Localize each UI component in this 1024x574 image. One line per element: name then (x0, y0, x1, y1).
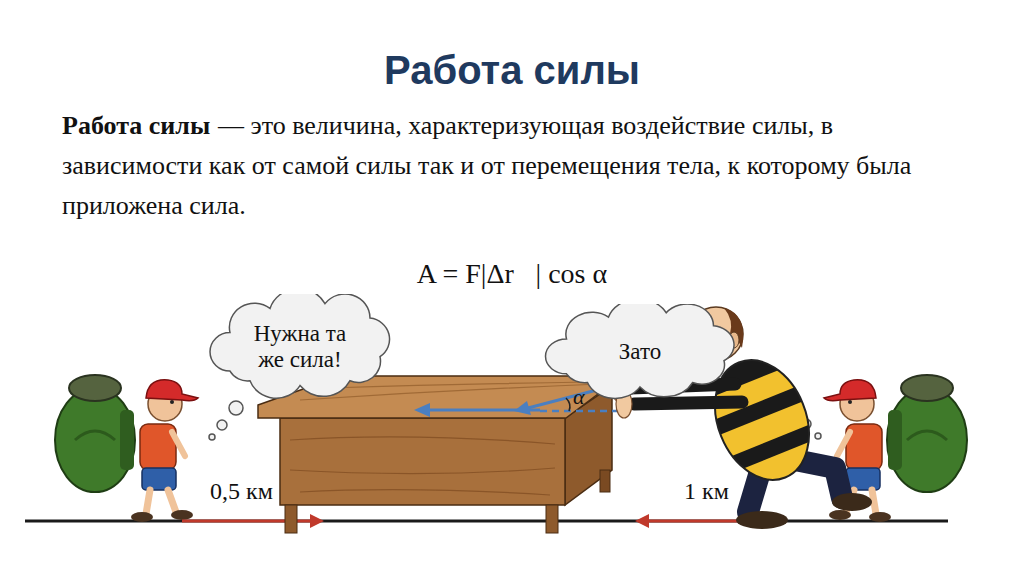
thought-dots-part (815, 433, 821, 439)
thought-text: Нужна та же сила! (245, 321, 355, 374)
thought-dots-part (229, 401, 243, 415)
table-part (280, 418, 565, 505)
hiker-left (55, 375, 198, 522)
cloud-shape (210, 294, 390, 398)
distance-label: 1 км (684, 478, 729, 505)
thought-cloud: Нужна та же сила! (200, 294, 400, 400)
definition-paragraph: Работа силы— это величина, характеризующ… (62, 106, 967, 226)
force-vectors-part (566, 398, 570, 411)
thought-dots-part (209, 434, 215, 440)
force-vectors (414, 386, 618, 417)
man-pushing-part (736, 511, 788, 529)
term: Работа силы (62, 111, 210, 140)
man-pushing-part (634, 402, 742, 404)
table-part (285, 505, 297, 533)
distance-arrow-left-part (310, 514, 324, 528)
distance-label: 0,5 км (210, 478, 273, 505)
man-pushing (611, 307, 872, 529)
hiker-right (824, 375, 967, 522)
hiker-right-part (824, 375, 967, 522)
cloud-text-column: Зато (619, 339, 661, 365)
distance-arrow-left (182, 514, 324, 528)
force-vectors-part (540, 410, 618, 413)
hiker-left-part (55, 375, 198, 522)
man-pushing-part-part-part (709, 385, 808, 437)
force-vectors-part (414, 403, 430, 417)
man-pushing-part (832, 493, 872, 511)
thought-text: Зато (619, 339, 661, 365)
table-part (600, 470, 610, 492)
slide-title: Работа силы (384, 48, 640, 93)
thought-cloud: Зато (535, 304, 745, 400)
angle-label: α (573, 384, 585, 410)
cloud-shape (546, 304, 735, 398)
table-part (546, 505, 558, 533)
ground-line (25, 520, 948, 523)
thought-dots-part (217, 420, 227, 430)
force-vectors-part (514, 401, 531, 415)
table-part (290, 437, 555, 495)
formula: A = F|Δr⃗| cos α (417, 258, 607, 290)
table (258, 376, 622, 533)
cloud-text-column: Нужна та же сила! (245, 321, 355, 374)
distance-arrow-right-part (635, 514, 649, 528)
